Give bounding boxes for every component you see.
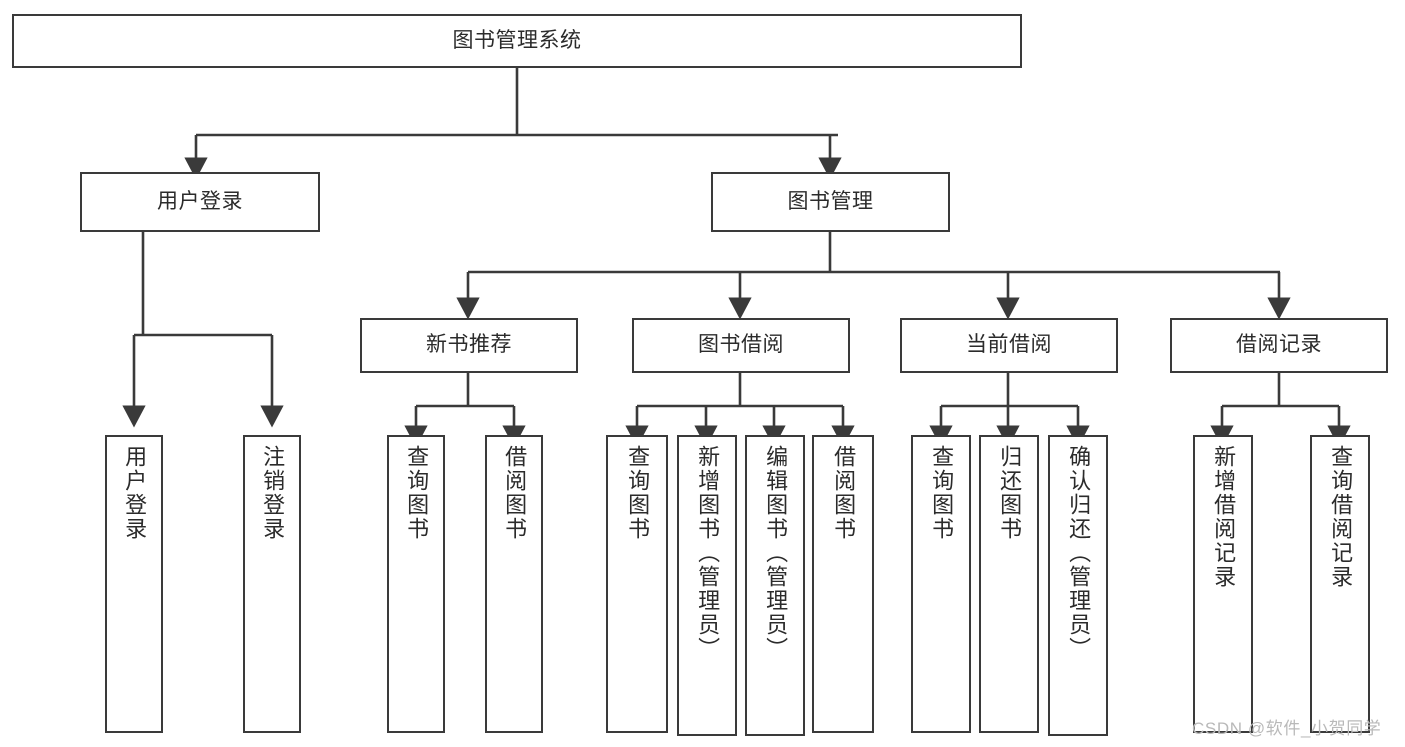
- node-leaf-query-book-current[interactable]: 查询图书: [911, 435, 971, 733]
- node-label: 用户登录: [122, 445, 148, 541]
- node-leaf-confirm-return-admin[interactable]: 确认归还（管理员）: [1048, 435, 1108, 736]
- node-label: 归还图书: [997, 445, 1023, 541]
- node-label: 图书借阅: [698, 333, 784, 357]
- node-leaf-edit-book-admin[interactable]: 编辑图书（管理员）: [745, 435, 805, 736]
- csdn-watermark: CSDN @软件_小贺同学: [1192, 719, 1382, 738]
- node-current-borrow[interactable]: 当前借阅: [900, 318, 1118, 373]
- node-new-book-recommend[interactable]: 新书推荐: [360, 318, 578, 373]
- node-label: 图书管理: [787, 189, 874, 213]
- node-label: 用户登录: [157, 189, 243, 213]
- node-leaf-borrow-book[interactable]: 借阅图书: [812, 435, 874, 733]
- node-label: 确认归还（管理员）: [1066, 445, 1092, 661]
- node-leaf-logout[interactable]: 注销登录: [243, 435, 301, 733]
- node-label: 新增借阅记录: [1211, 445, 1237, 589]
- node-leaf-add-borrow-record[interactable]: 新增借阅记录: [1193, 435, 1253, 733]
- node-book-management[interactable]: 图书管理: [711, 172, 950, 232]
- node-label: 借阅图书: [831, 445, 857, 541]
- node-book-management-system[interactable]: 图书管理系统: [12, 14, 1022, 68]
- node-leaf-user-login[interactable]: 用户登录: [105, 435, 163, 733]
- node-label: 查询图书: [404, 445, 430, 541]
- node-label: 查询图书: [625, 445, 651, 541]
- node-leaf-borrow-book-recommend[interactable]: 借阅图书: [485, 435, 543, 733]
- node-leaf-query-book-borrow[interactable]: 查询图书: [606, 435, 668, 733]
- node-label: 查询借阅记录: [1328, 445, 1354, 589]
- node-label: 查询图书: [929, 445, 955, 541]
- node-book-borrow[interactable]: 图书借阅: [632, 318, 850, 373]
- node-user-login[interactable]: 用户登录: [80, 172, 320, 232]
- node-label: 新书推荐: [426, 333, 512, 357]
- node-label: 编辑图书（管理员）: [763, 445, 789, 661]
- node-label: 借阅图书: [502, 445, 528, 541]
- node-leaf-add-book-admin[interactable]: 新增图书（管理员）: [677, 435, 737, 736]
- node-borrow-record[interactable]: 借阅记录: [1170, 318, 1388, 373]
- node-leaf-query-book-recommend[interactable]: 查询图书: [387, 435, 445, 733]
- node-leaf-query-borrow-record[interactable]: 查询借阅记录: [1310, 435, 1370, 733]
- node-label: 新增图书（管理员）: [695, 445, 721, 661]
- node-label: 借阅记录: [1236, 333, 1322, 357]
- node-leaf-return-book[interactable]: 归还图书: [979, 435, 1039, 733]
- node-label: 注销登录: [260, 445, 286, 541]
- node-label: 图书管理系统: [452, 28, 582, 52]
- node-label: 当前借阅: [966, 333, 1052, 357]
